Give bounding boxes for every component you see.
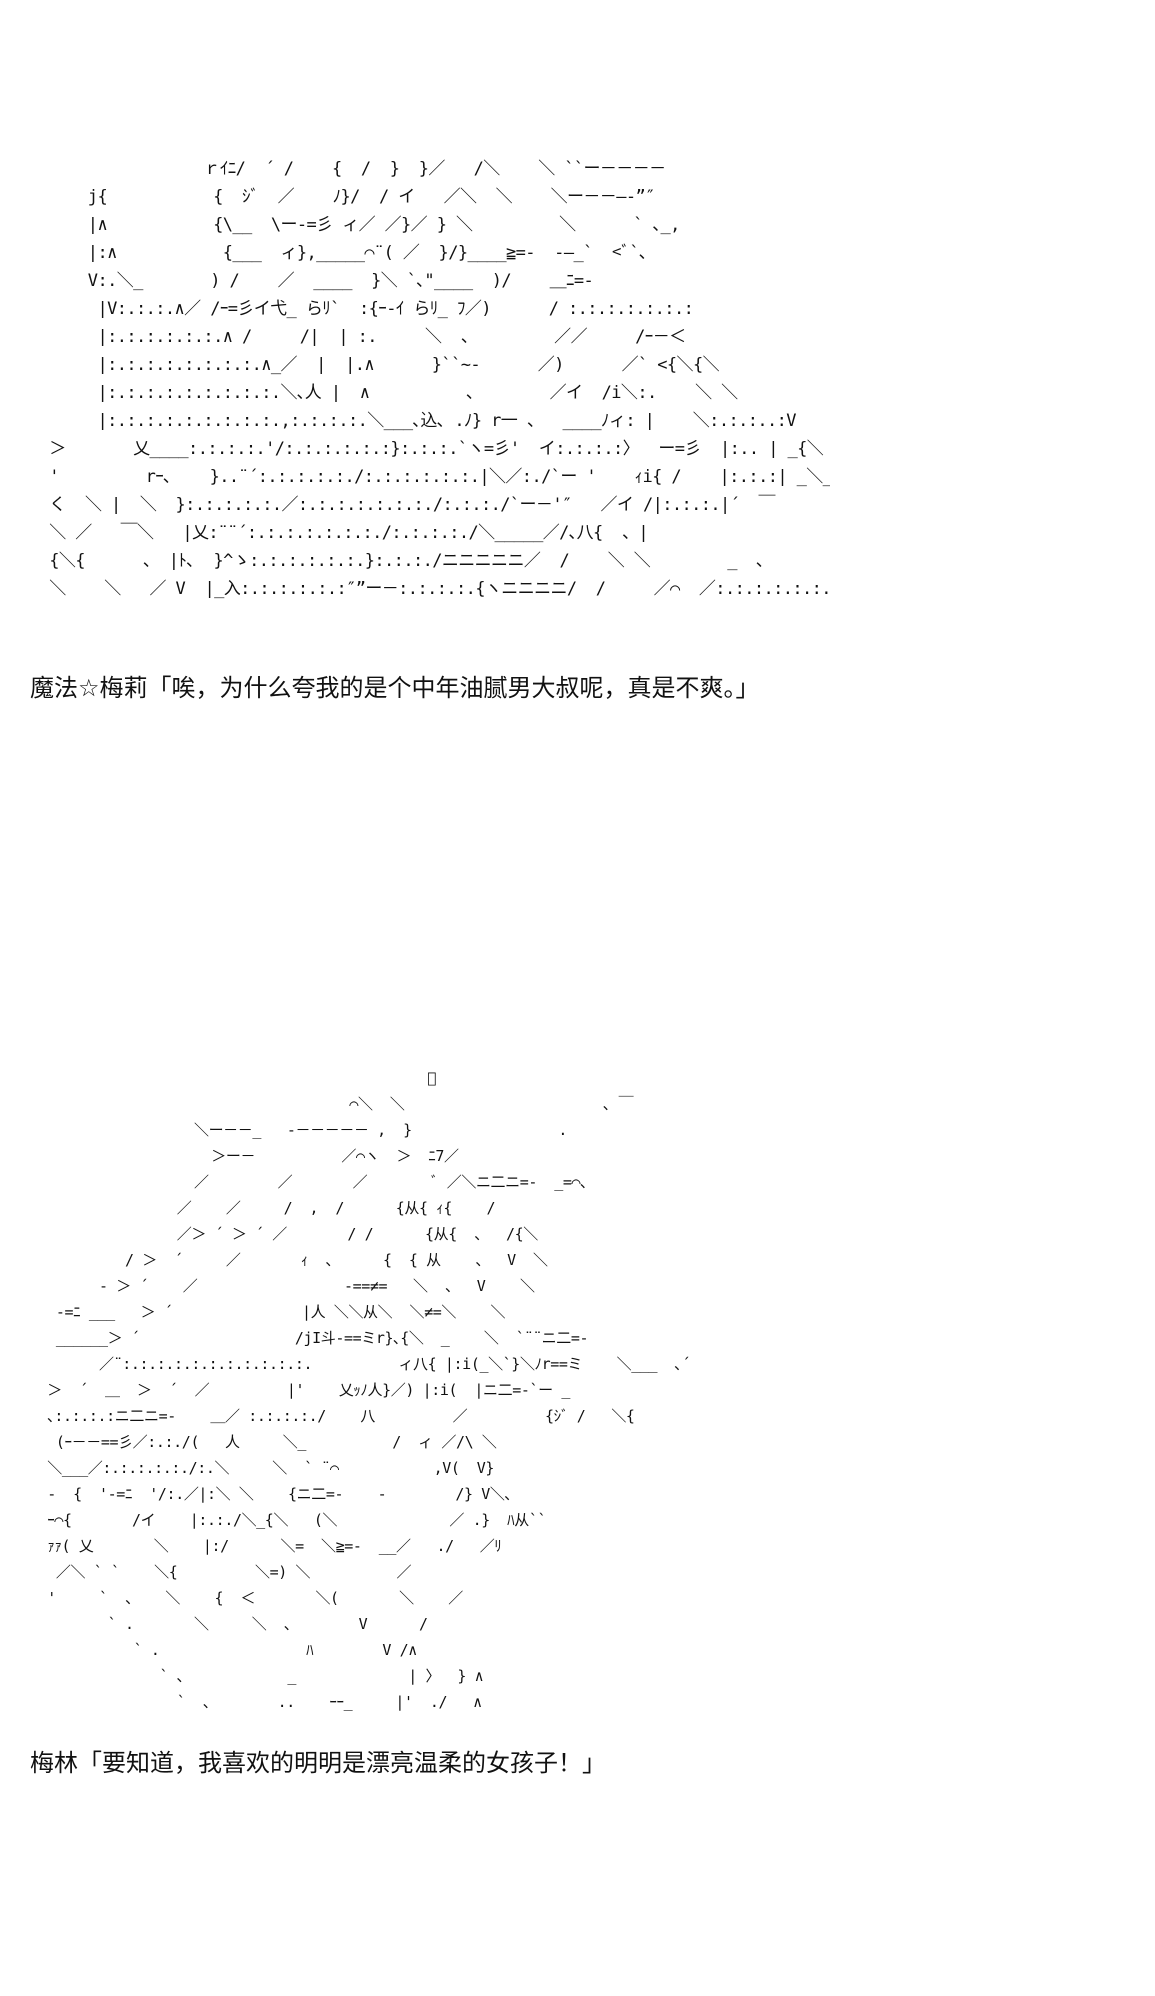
- ascii-art-illustration-2: ﾞ ⌒＼ ＼ ､ ￣ ＼ー－－_ -－－－－－ , } . ＞ー－ ／⌒ヽ ＞ …: [47, 1069, 691, 1711]
- ascii-art-illustration-1: ｒｲﾆ/ ´ / { / } }／ /＼ ＼ ``ー－－－－ j{ { ｼﾞ ／…: [49, 159, 830, 599]
- dialogue-caption-1: 魔法☆梅莉「唉，为什么夸我的是个中年油腻男大叔呢，真是不爽。」: [30, 674, 760, 702]
- dialogue-caption-2: 梅林「要知道，我喜欢的明明是漂亮温柔的女孩子！」: [30, 1749, 606, 1777]
